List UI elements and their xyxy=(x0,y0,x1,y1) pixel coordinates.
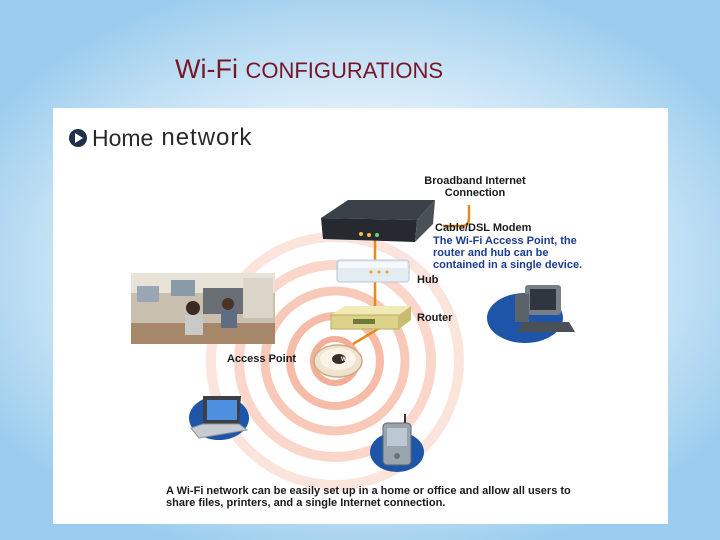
desktop-computer-icon xyxy=(487,285,575,343)
hub-label: Hub xyxy=(417,274,439,286)
router-label: Router xyxy=(417,312,453,324)
modem-label: Cable/DSL Modem xyxy=(435,222,532,234)
slide-title: Wi-Fi CONFIGURATIONS xyxy=(175,54,443,85)
diagram-graphics xyxy=(131,200,575,490)
modem-icon xyxy=(321,200,435,242)
hub-icon xyxy=(336,259,410,283)
router-icon xyxy=(330,306,411,330)
panel-heading: Home network xyxy=(69,124,252,152)
heading-network: network xyxy=(161,124,253,151)
handheld-pda-icon xyxy=(370,414,424,472)
ap-badge: Wi-Fi xyxy=(341,357,356,363)
access-point-label: Access Point xyxy=(227,353,297,365)
office-photo xyxy=(131,273,275,344)
heading-home: Home xyxy=(92,124,154,151)
access-point-icon xyxy=(313,344,363,378)
play-bullet-icon xyxy=(69,129,87,147)
slide-title-main: Wi-Fi xyxy=(175,54,238,84)
broadband-label: Broadband Internet Connection xyxy=(424,175,526,199)
slide-title-rest: CONFIGURATIONS xyxy=(245,58,444,83)
laptop-icon xyxy=(189,396,249,440)
network-cable xyxy=(352,205,471,346)
home-network-diagram: Home network Broadband Internet Connecti… xyxy=(53,108,668,524)
diagram-caption: A Wi-Fi network can be easily set up in … xyxy=(166,485,571,509)
modem-note: The Wi-Fi Access Point, the router and h… xyxy=(433,235,583,271)
